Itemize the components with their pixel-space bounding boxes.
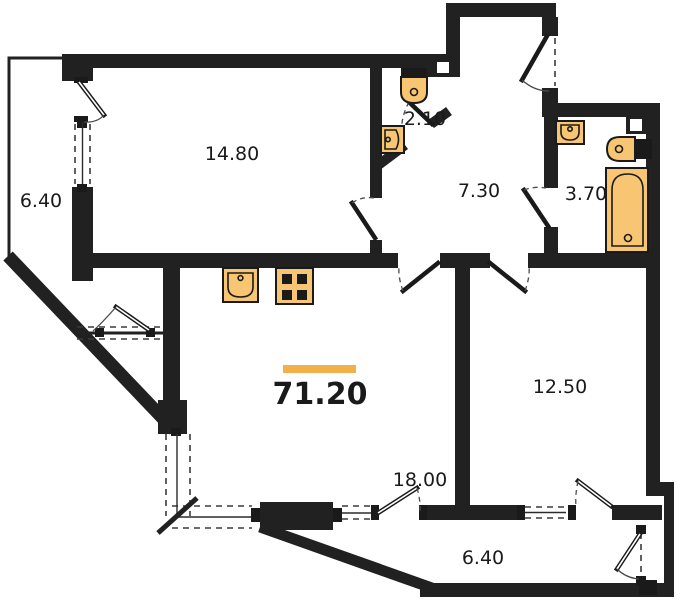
kitchen-sink-icon xyxy=(222,267,259,303)
washbasin-icon xyxy=(555,120,585,145)
room-label-balcony-left: 6.40 xyxy=(20,190,62,212)
wall-notches xyxy=(437,62,642,131)
toilet-icon xyxy=(400,68,428,105)
doors-layer xyxy=(75,32,644,580)
windows-layer xyxy=(74,38,642,577)
door-bedroom-second xyxy=(486,259,530,295)
door-balcony-right xyxy=(613,530,644,580)
walls-layer xyxy=(62,3,674,597)
room-label-bedroom-second: 12.50 xyxy=(533,376,587,398)
casement-left-nook xyxy=(92,303,153,334)
diagonal-walls xyxy=(3,106,452,594)
room-label-living-kitchen: 18.00 xyxy=(393,469,447,491)
room-label-wc: 2.10 xyxy=(404,108,446,130)
stove-icon xyxy=(275,267,314,305)
room-label-bathroom: 3.70 xyxy=(565,183,607,205)
door-bedroom-top xyxy=(348,196,379,242)
window-stops xyxy=(74,77,657,595)
labels-layer: 6.40 14.80 2.10 7.30 3.70 18.00 12.50 6.… xyxy=(20,108,607,569)
door-living xyxy=(398,259,442,295)
room-label-hallway: 7.30 xyxy=(458,180,500,202)
door-balcony-left xyxy=(75,78,108,123)
toilet-icon xyxy=(605,136,652,162)
door-wc xyxy=(400,98,436,147)
window-balcony-left xyxy=(74,122,91,184)
room-label-balcony-bottom: 6.40 xyxy=(462,547,504,569)
window-bedroom xyxy=(525,506,566,519)
door-balcony-bedroom xyxy=(574,477,615,510)
window-corner-living xyxy=(156,434,371,535)
door-bathroom xyxy=(520,186,552,230)
washbasin-icon xyxy=(380,125,405,154)
fixtures-layer xyxy=(222,68,652,305)
total-area-label: 71.20 xyxy=(273,377,368,412)
door-balcony-living xyxy=(374,484,421,517)
entrance-door xyxy=(518,32,551,92)
bathtub-icon xyxy=(605,167,649,253)
room-label-bedroom: 14.80 xyxy=(205,143,259,165)
total-area-accent-bar xyxy=(283,365,356,373)
